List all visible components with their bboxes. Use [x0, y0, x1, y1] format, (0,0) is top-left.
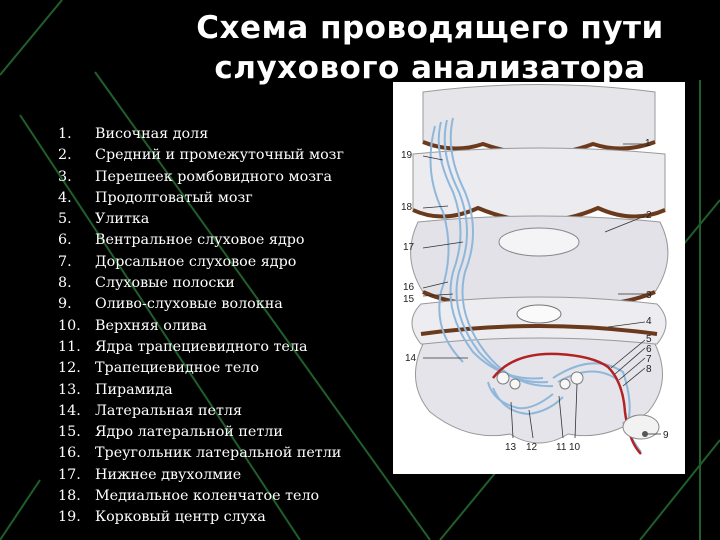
list-number: 4. — [58, 188, 95, 209]
list-item: 11.Ядра трапециевидного тела — [58, 337, 344, 358]
list-item: 7.Дорсальное слуховое ядро — [58, 252, 344, 273]
title-line-1: Схема проводящего пути — [160, 8, 700, 48]
list-number: 14. — [58, 401, 95, 422]
list-text: Ядро латеральной петли — [95, 424, 283, 440]
brainstem-illustration: 1 2 3 4 5 6 7 8 9 10 11 12 13 14 15 16 1… — [393, 82, 685, 474]
list-text: Корковый центр слуха — [95, 509, 266, 525]
label-17: 17 — [403, 242, 415, 253]
label-8: 8 — [646, 364, 652, 375]
list-text: Медиальное коленчатое тело — [95, 488, 319, 504]
list-number: 7. — [58, 252, 95, 273]
list-text: Продолговатый мозг — [95, 190, 253, 206]
label-18: 18 — [401, 202, 413, 213]
list-item: 14.Латеральная петля — [58, 401, 344, 422]
list-item: 6.Вентральное слуховое ядро — [58, 230, 344, 251]
list-item: 10.Верхняя олива — [58, 316, 344, 337]
list-number: 9. — [58, 294, 95, 315]
list-number: 1. — [58, 124, 95, 145]
label-4: 4 — [646, 316, 652, 327]
list-item: 9.Оливо-слуховые волокна — [58, 294, 344, 315]
list-text: Нижнее двухолмие — [95, 467, 241, 483]
list-text: Слуховые полоски — [95, 275, 235, 291]
label-16: 16 — [403, 282, 415, 293]
list-text: Верхняя олива — [95, 318, 207, 334]
label-3: 3 — [646, 290, 652, 301]
label-9: 9 — [663, 430, 669, 441]
legend-list: 1.Височная доля 2.Средний и промежуточны… — [58, 124, 344, 529]
label-10: 10 — [569, 442, 581, 453]
list-number: 2. — [58, 145, 95, 166]
label-14: 14 — [405, 353, 417, 364]
list-number: 15. — [58, 422, 95, 443]
list-item: 2.Средний и промежуточный мозг — [58, 145, 344, 166]
list-item: 18.Медиальное коленчатое тело — [58, 486, 344, 507]
list-text: Вентральное слуховое ядро — [95, 232, 305, 248]
list-text: Височная доля — [95, 126, 208, 142]
list-number: 17. — [58, 465, 95, 486]
list-number: 16. — [58, 443, 95, 464]
list-number: 19. — [58, 507, 95, 528]
list-text: Улитка — [95, 211, 149, 227]
label-13: 13 — [505, 442, 517, 453]
slide-title: Схема проводящего пути слухового анализа… — [160, 8, 700, 88]
label-15: 15 — [403, 294, 415, 305]
list-number: 8. — [58, 273, 95, 294]
list-item: 13.Пирамида — [58, 380, 344, 401]
list-text: Латеральная петля — [95, 403, 242, 419]
list-item: 17.Нижнее двухолмие — [58, 465, 344, 486]
list-item: 4.Продолговатый мозг — [58, 188, 344, 209]
list-item: 15.Ядро латеральной петли — [58, 422, 344, 443]
label-2: 2 — [646, 210, 652, 221]
list-text: Оливо-слуховые волокна — [95, 296, 283, 312]
list-item: 5.Улитка — [58, 209, 344, 230]
list-number: 5. — [58, 209, 95, 230]
list-number: 11. — [58, 337, 95, 358]
list-item: 19.Корковый центр слуха — [58, 507, 344, 528]
list-text: Трапециевидное тело — [95, 360, 259, 376]
list-text: Средний и промежуточный мозг — [95, 147, 344, 163]
label-1: 1 — [645, 138, 651, 149]
list-item: 16.Треугольник латеральной петли — [58, 443, 344, 464]
list-number: 18. — [58, 486, 95, 507]
list-text: Ядра трапециевидного тела — [95, 339, 307, 355]
list-text: Перешеек ромбовидного мозга — [95, 169, 332, 185]
label-19: 19 — [401, 150, 413, 161]
list-item: 3.Перешеек ромбовидного мозга — [58, 167, 344, 188]
list-number: 13. — [58, 380, 95, 401]
list-text: Треугольник латеральной петли — [95, 445, 341, 461]
auditory-pathway-diagram: 1 2 3 4 5 6 7 8 9 10 11 12 13 14 15 16 1… — [393, 82, 685, 474]
list-text: Пирамида — [95, 382, 173, 398]
list-item: 8.Слуховые полоски — [58, 273, 344, 294]
list-item: 12.Трапециевидное тело — [58, 358, 344, 379]
list-item: 1.Височная доля — [58, 124, 344, 145]
list-text: Дорсальное слуховое ядро — [95, 254, 296, 270]
list-number: 3. — [58, 167, 95, 188]
label-12: 12 — [526, 442, 538, 453]
list-number: 12. — [58, 358, 95, 379]
list-number: 6. — [58, 230, 95, 251]
label-11: 11 — [556, 442, 567, 453]
list-number: 10. — [58, 316, 95, 337]
